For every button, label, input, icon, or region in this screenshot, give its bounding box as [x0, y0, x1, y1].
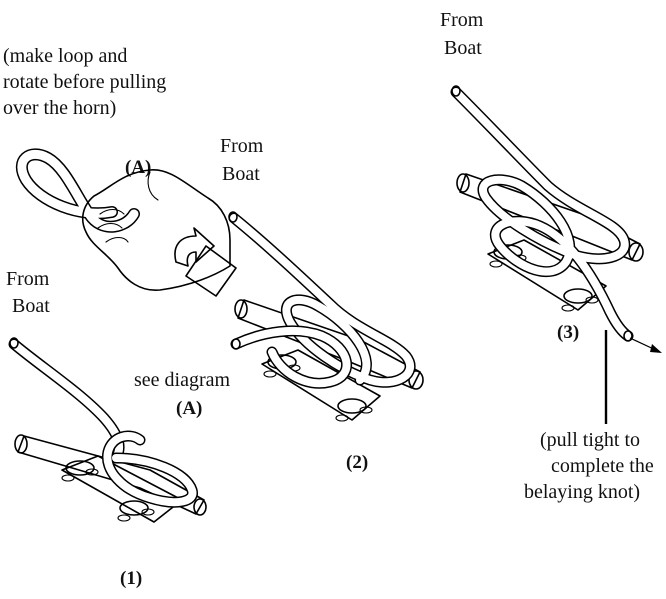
step1-from-label: From	[6, 268, 50, 290]
step-2-group: From Boat see diagram (A) (2)	[134, 135, 423, 473]
step-1-group: From Boat (1)	[6, 268, 206, 589]
final-note-line1: (pull tight to	[540, 429, 640, 451]
inset-note-line2: rotate before pulling	[3, 71, 166, 93]
step3-number: (3)	[557, 322, 579, 343]
rope-step2	[229, 212, 410, 383]
step-3-group: From Boat (3) (pull tight	[440, 9, 662, 503]
final-note-line2: complete the	[551, 455, 654, 477]
inset-note-line1: (make loop and	[3, 45, 127, 67]
step3-boat-label: Boat	[444, 37, 482, 59]
loop-rope	[22, 154, 134, 226]
step2-number: (2)	[346, 452, 368, 473]
step1-boat-label: Boat	[12, 295, 50, 317]
step3-from-label: From	[440, 9, 484, 31]
final-note-line3: belaying knot)	[524, 481, 640, 503]
pull-arrow-icon	[630, 338, 662, 353]
inset-note-line3: over the horn)	[3, 97, 116, 119]
step2-see-diagram: see diagram	[134, 369, 231, 391]
step2-from-label: From	[220, 135, 264, 157]
inset-hand-loop: (make loop and rotate before pulling ove…	[3, 45, 236, 296]
hand-illustration	[83, 170, 236, 296]
step2-see-ref: (A)	[176, 398, 202, 419]
rope-step3	[452, 86, 632, 341]
step2-boat-label: Boat	[222, 163, 260, 185]
step1-number: (1)	[120, 568, 142, 589]
